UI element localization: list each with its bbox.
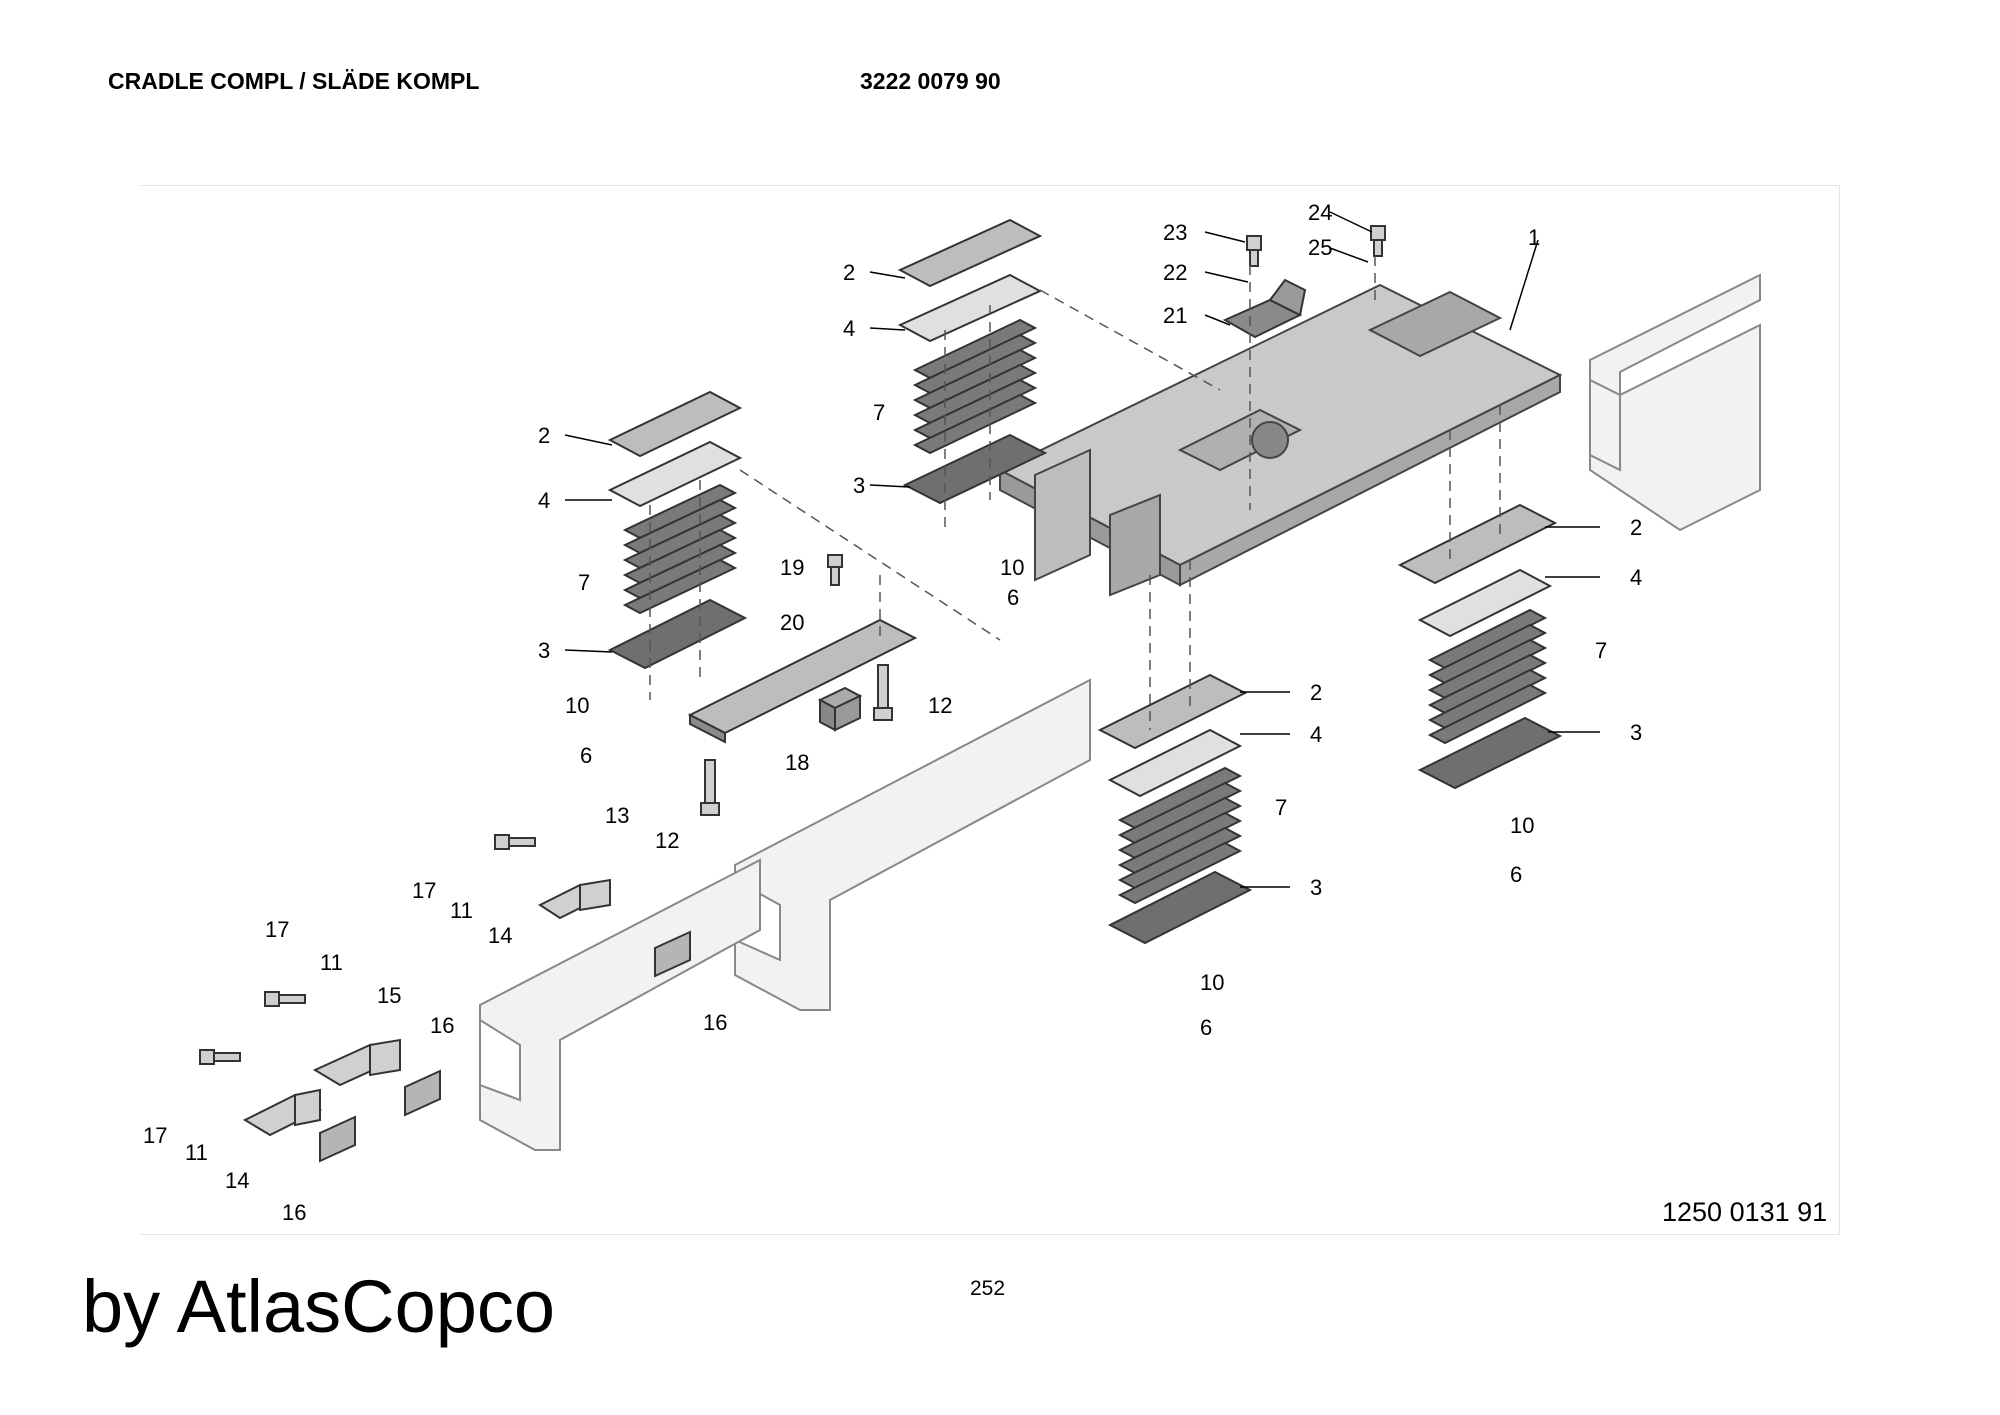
callout-19: 19 bbox=[780, 555, 804, 580]
callout-11-c: 11 bbox=[185, 1140, 208, 1165]
block-18 bbox=[817, 686, 863, 732]
bracket-21 bbox=[1222, 278, 1307, 339]
callout-25: 25 bbox=[1308, 235, 1332, 260]
screw-23 bbox=[1246, 235, 1262, 267]
leader-lines bbox=[564, 211, 1600, 888]
callout-22: 22 bbox=[1163, 260, 1187, 285]
callout-13: 13 bbox=[605, 803, 629, 828]
callout-12-lower: 12 bbox=[655, 828, 679, 853]
callout-15: 15 bbox=[377, 983, 401, 1008]
callout-10-right: 10 bbox=[1510, 813, 1534, 838]
rail-right bbox=[1589, 273, 1761, 532]
callout-6-center: 6 bbox=[1200, 1015, 1212, 1040]
callout-7-center: 7 bbox=[1275, 795, 1287, 820]
callout-18: 18 bbox=[785, 750, 809, 775]
callout-11-b: 11 bbox=[320, 950, 343, 975]
document-title: CRADLE COMPL / SLÄDE KOMPL bbox=[108, 68, 480, 94]
callout-labels: 1 23 22 21 24 25 2 4 7 3 10 6 2 4 7 3 10… bbox=[143, 200, 1642, 1225]
callout-17-c: 17 bbox=[143, 1123, 167, 1148]
callout-10-center: 10 bbox=[1200, 970, 1224, 995]
callout-2-left: 2 bbox=[538, 423, 550, 448]
part-number: 3222 0079 90 bbox=[860, 68, 1001, 94]
callout-10-upper: 10 bbox=[1000, 555, 1024, 580]
callout-7-upper: 7 bbox=[873, 400, 885, 425]
plates-16 bbox=[319, 930, 691, 1163]
callout-7-left: 7 bbox=[578, 570, 590, 595]
cradle-plate bbox=[997, 283, 1563, 597]
callout-6-right: 6 bbox=[1510, 862, 1522, 887]
callout-16-c: 16 bbox=[282, 1200, 306, 1225]
callout-2-center: 2 bbox=[1310, 680, 1322, 705]
screws-17 bbox=[199, 834, 536, 1065]
shim-stack-right bbox=[1397, 503, 1563, 790]
screws-12-19 bbox=[700, 554, 893, 816]
callout-20: 20 bbox=[780, 610, 804, 635]
callout-4-right: 4 bbox=[1630, 565, 1642, 590]
callout-3-center: 3 bbox=[1310, 875, 1322, 900]
callout-16-a: 16 bbox=[703, 1010, 727, 1035]
callout-10-left: 10 bbox=[565, 693, 589, 718]
shim-stack-center bbox=[1097, 673, 1253, 945]
callout-11-a: 11 bbox=[450, 898, 473, 923]
bar-13 bbox=[687, 618, 918, 744]
brand-watermark: by AtlasCopco bbox=[82, 1265, 556, 1348]
callout-7-right: 7 bbox=[1595, 638, 1607, 663]
shim-stack-upper bbox=[897, 218, 1048, 505]
brackets-14-15 bbox=[242, 878, 611, 1137]
callout-12-right: 12 bbox=[928, 693, 952, 718]
callout-4-left: 4 bbox=[538, 488, 550, 513]
callout-3-left: 3 bbox=[538, 638, 550, 663]
callout-4-upper: 4 bbox=[843, 316, 855, 341]
callout-6-upper: 6 bbox=[1007, 585, 1019, 610]
exploded-view-diagram: 1 23 22 21 24 25 2 4 7 3 10 6 2 4 7 3 10… bbox=[140, 184, 1841, 1236]
callout-23: 23 bbox=[1163, 220, 1187, 245]
page-number: 252 bbox=[970, 1277, 1006, 1300]
callout-17-a: 17 bbox=[412, 878, 436, 903]
callout-16-b: 16 bbox=[430, 1013, 454, 1038]
alignment-lines bbox=[649, 256, 1501, 730]
callout-4-center: 4 bbox=[1310, 722, 1322, 747]
callout-14-a: 14 bbox=[488, 923, 512, 948]
callout-21: 21 bbox=[1163, 303, 1187, 328]
drawing-number: 1250 0131 91 bbox=[1662, 1197, 1828, 1227]
callout-2-upper: 2 bbox=[843, 260, 855, 285]
screw-24 bbox=[1370, 225, 1386, 257]
callout-17-b: 17 bbox=[265, 917, 289, 942]
callout-3-upper: 3 bbox=[853, 473, 865, 498]
rail-left bbox=[479, 858, 761, 1151]
callout-24: 24 bbox=[1308, 200, 1332, 225]
rail-middle bbox=[734, 678, 1091, 1011]
callout-2-right: 2 bbox=[1630, 515, 1642, 540]
callout-6-left: 6 bbox=[580, 743, 592, 768]
callout-14-b: 14 bbox=[225, 1168, 249, 1193]
callout-1: 1 bbox=[1528, 225, 1540, 250]
callout-3-right: 3 bbox=[1630, 720, 1642, 745]
shim-stack-left bbox=[607, 390, 748, 670]
